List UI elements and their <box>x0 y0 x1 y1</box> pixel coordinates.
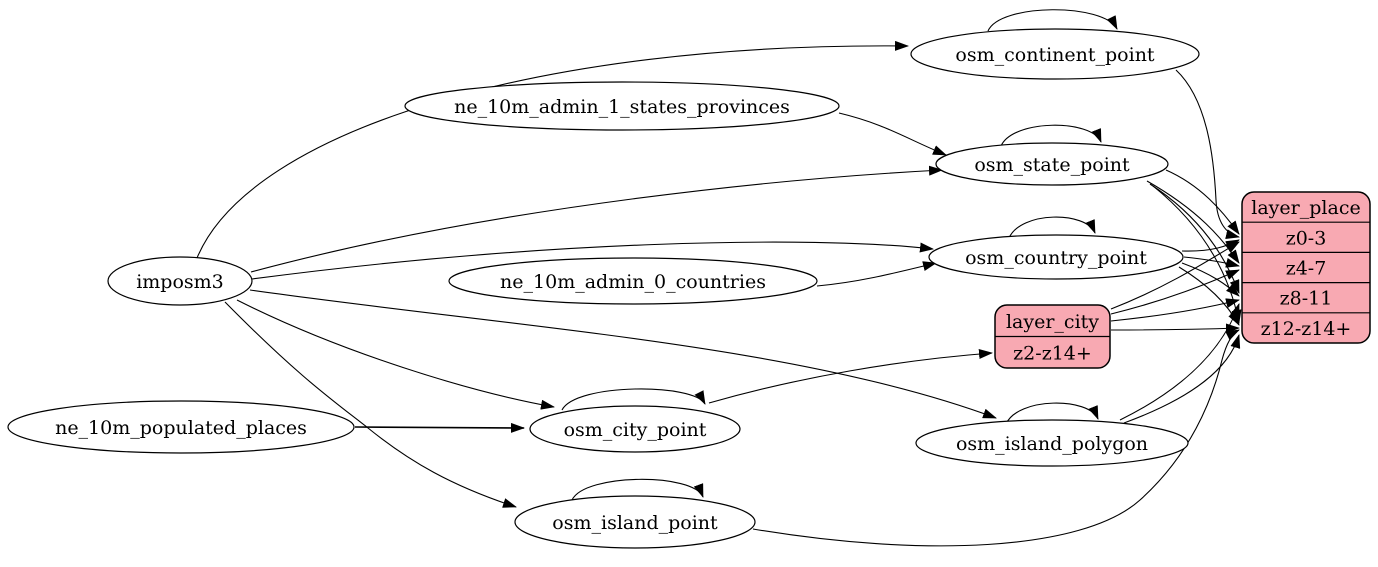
node-ne_10m_admin_0_countries: ne_10m_admin_0_countries <box>448 257 818 305</box>
edge-imposm3-osm_island_point <box>224 301 517 508</box>
ne_10m_populated_places-label: ne_10m_populated_places <box>55 417 307 439</box>
osm_island_point-ellipse <box>514 495 756 549</box>
osm_country_point-label: osm_country_point <box>965 247 1147 269</box>
layer_place-title: layer_place <box>1251 197 1360 219</box>
edge-ne_10m_admin_1_states_provinces-osm_state_point <box>838 112 947 156</box>
layer_place-row-z4-7: z4-7 <box>1286 258 1327 280</box>
edge-osm_continent_point-osm_continent_point-self <box>987 9 1118 32</box>
edge-osm_island_polygon-layer_place-z8-11 <box>1119 303 1240 421</box>
edge-layer_city-layer_place-z0-3 <box>1110 241 1240 310</box>
edge-osm_island_point-osm_island_point-self <box>571 478 704 501</box>
edge-imposm3-osm_state_point <box>250 165 943 273</box>
osm_island_polygon-ellipse <box>915 419 1189 467</box>
edge-osm_continent_point-layer_place-z0-3 <box>1175 69 1240 239</box>
edge-osm_country_point-layer_place-z0-3 <box>1181 239 1240 252</box>
layer_city-row-z2-z14+: z2-z14+ <box>1013 342 1092 364</box>
node-osm_city_point: osm_city_point <box>529 405 741 453</box>
edge-ne_10m_populated_places-osm_city_point <box>354 422 525 433</box>
layer_place-box <box>1241 191 1371 344</box>
edge-imposm3-osm_country_point <box>251 241 934 280</box>
edge-imposm3-osm_city_point <box>236 299 555 410</box>
edge-layer_city-layer_place-z12-z14+ <box>1110 323 1240 334</box>
edge-osm_island_point-layer_place-z12-z14+ <box>752 329 1240 547</box>
node-imposm3: imposm3 <box>107 256 253 306</box>
osm_island_polygon-label: osm_island_polygon <box>956 433 1148 455</box>
edge-osm_state_point-layer_place-z8-11 <box>1149 183 1240 294</box>
osm_state_point-label: osm_state_point <box>974 154 1130 176</box>
edge-imposm3-osm_island_polygon <box>249 289 997 419</box>
layer_place-row-z12-z14+: z12-z14+ <box>1261 318 1352 340</box>
edge-osm_city_point-osm_city_point-self <box>561 388 706 411</box>
ne_10m_admin_0_countries-label: ne_10m_admin_0_countries <box>500 271 766 293</box>
edge-osm_city_point-layer_city-z2-z14+ <box>708 349 993 404</box>
layer_place-row-z0-3: z0-3 <box>1286 227 1327 249</box>
node-ne_10m_populated_places: ne_10m_populated_places <box>7 400 355 454</box>
osm_state_point-ellipse <box>935 142 1169 186</box>
layer_city-title: layer_city <box>1006 311 1099 333</box>
node-layer_place: layer_place z0-3 z4-7 z8-11 z12-z14+ <box>1241 191 1371 344</box>
ne_10m_populated_places-ellipse <box>7 400 355 454</box>
layer_place-row-z8-11: z8-11 <box>1280 288 1333 310</box>
ne_10m_admin_1_states_provinces-ellipse <box>404 81 840 131</box>
osm_continent_point-ellipse <box>910 28 1200 80</box>
node-ne_10m_admin_1_states_provinces: ne_10m_admin_1_states_provinces <box>404 81 840 131</box>
node-osm_state_point: osm_state_point <box>935 142 1169 186</box>
node-osm_island_polygon: osm_island_polygon <box>915 419 1189 467</box>
osm_continent_point-label: osm_continent_point <box>955 44 1155 66</box>
imposm3-ellipse <box>107 256 253 306</box>
ne_10m_admin_1_states_provinces-label: ne_10m_admin_1_states_provinces <box>454 96 790 118</box>
edge-osm_state_point-osm_state_point-self <box>1000 124 1102 147</box>
osm_city_point-ellipse <box>529 405 741 453</box>
node-layer_city: layer_city z2-z14+ <box>994 304 1111 369</box>
osm_country_point-ellipse <box>928 234 1184 280</box>
node-osm_country_point: osm_country_point <box>928 234 1184 280</box>
osm_city_point-label: osm_city_point <box>564 419 707 441</box>
osm_island_point-label: osm_island_point <box>552 512 718 534</box>
edge-osm_country_point-layer_place-z12-z14+ <box>1178 266 1240 326</box>
edge-osm_island_polygon-osm_island_polygon-self <box>1005 402 1099 425</box>
edge-osm_country_point-layer_place-z4-7 <box>1183 256 1240 268</box>
edge-layer_city-layer_place-z8-11 <box>1110 298 1240 322</box>
ne_10m_admin_0_countries-ellipse <box>448 257 818 305</box>
edge-ne_10m_admin_0_countries-osm_country_point <box>816 261 937 287</box>
node-osm_continent_point: osm_continent_point <box>910 28 1200 80</box>
imposm3-label: imposm3 <box>136 271 224 293</box>
edge-osm_island_polygon-layer_place-z12-z14+ <box>1123 334 1241 424</box>
edge-osm_state_point-layer_place-z4-7 <box>1146 180 1240 264</box>
edge-osm_state_point-layer_place-z0-3 <box>1165 169 1240 235</box>
edge-imposm3-osm_continent_point <box>196 40 909 259</box>
edge-osm_country_point-osm_country_point-self <box>1008 216 1096 239</box>
edge-layer_city-layer_place-z4-7 <box>1110 269 1240 315</box>
node-osm_island_point: osm_island_point <box>514 495 756 549</box>
edges-layer <box>196 9 1242 547</box>
